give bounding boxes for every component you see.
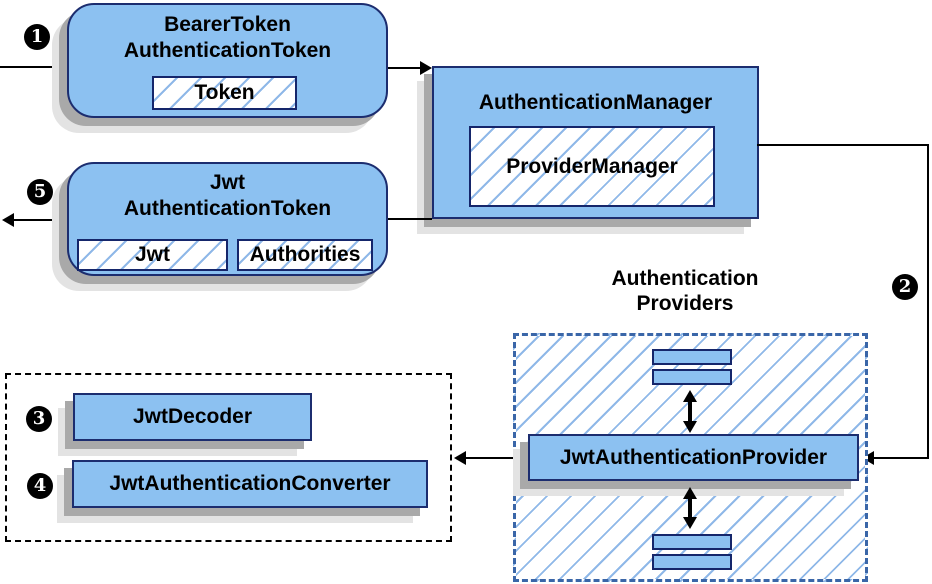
chip-provider-manager: ProviderManager xyxy=(469,126,715,207)
arrow-step5-line xyxy=(12,219,67,221)
node-jwt-authentication-token: Jwt AuthenticationToken Jwt Authorities xyxy=(67,162,388,276)
chip-authorities: Authorities xyxy=(237,239,373,271)
label-line: Authentication xyxy=(611,267,759,290)
chip-token: Token xyxy=(152,76,297,110)
double-arrow-icon xyxy=(682,487,698,529)
node-title-line: JwtAuthenticationProvider xyxy=(559,446,828,469)
step-badge-4: 4 xyxy=(27,473,53,499)
arrowhead-right-icon xyxy=(420,61,432,75)
arrow-provider-to-decoder-line xyxy=(466,457,513,459)
arrow-step2-segment-bottom xyxy=(874,457,929,459)
provider-stack-rect xyxy=(652,349,732,365)
node-jwt-decoder: JwtDecoder xyxy=(73,393,312,441)
arrowhead-left-icon xyxy=(2,213,14,227)
step-badge-3: 3 xyxy=(26,406,52,432)
line-manager-to-jwt xyxy=(388,218,432,220)
step-badge-5: 5 xyxy=(27,179,53,205)
node-title-line: AuthenticationManager xyxy=(478,91,713,114)
label-authentication-providers: Authentication Providers xyxy=(585,266,785,316)
node-title-line: AuthenticationToken xyxy=(123,197,332,220)
arrow-step1-line xyxy=(0,66,67,68)
step-badge-2: 2 xyxy=(892,274,918,300)
chip-jwt: Jwt xyxy=(77,239,228,271)
node-title-line: AuthenticationToken xyxy=(123,39,332,62)
node-title-line: BearerToken xyxy=(164,13,291,36)
node-authentication-manager: AuthenticationManager ProviderManager xyxy=(432,66,759,219)
arrowhead-left-icon xyxy=(454,451,466,465)
step-badge-1: 1 xyxy=(24,24,50,50)
node-jwt-authentication-converter: JwtAuthenticationConverter xyxy=(72,460,428,508)
node-jwt-authentication-provider: JwtAuthenticationProvider xyxy=(528,434,859,481)
node-title-line: JwtDecoder xyxy=(132,405,253,428)
provider-stack-rect xyxy=(652,554,732,570)
node-title-line: JwtAuthenticationConverter xyxy=(109,472,391,495)
group-authentication-providers: JwtAuthenticationProvider xyxy=(513,333,868,582)
node-title-line: Jwt xyxy=(209,171,245,194)
arrow-step2-segment-right xyxy=(927,144,929,459)
provider-stack-rect xyxy=(652,369,732,385)
double-arrow-icon xyxy=(682,390,698,433)
arrow-bearer-to-manager-line xyxy=(388,67,422,69)
provider-stack-rect xyxy=(652,534,732,550)
label-line: Providers xyxy=(636,292,734,315)
arrow-step2-segment-top xyxy=(757,144,929,146)
node-bearer-token-authentication-token: BearerToken AuthenticationToken Token xyxy=(67,3,388,118)
